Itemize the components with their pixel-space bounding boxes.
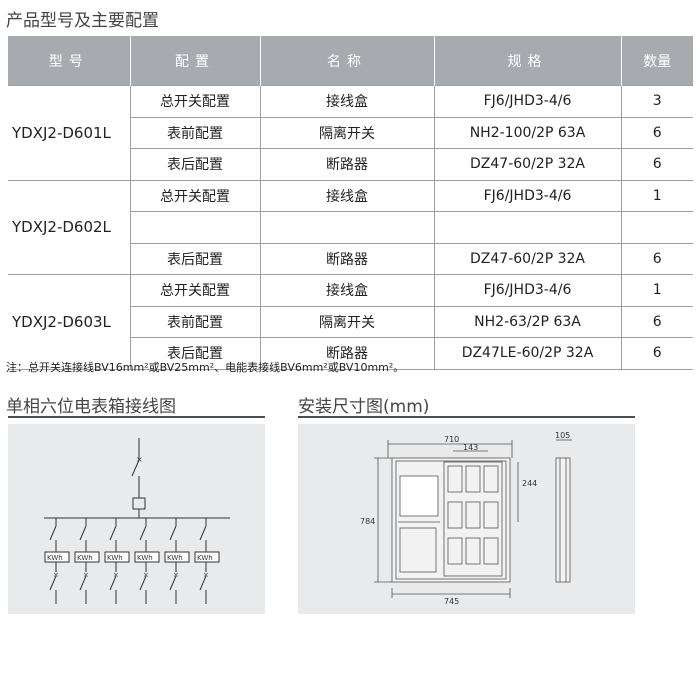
col-header-qty: 数量 xyxy=(621,36,693,86)
config-cell: 表后配置 xyxy=(130,148,261,181)
name-cell: 断路器 xyxy=(260,243,435,275)
name-cell: 断路器 xyxy=(260,148,435,181)
dim-total: 745 xyxy=(444,597,459,606)
config-cell: 表前配置 xyxy=(130,306,261,338)
col-header-model: 型号 xyxy=(8,36,131,86)
wiring-diagram: × KWh × KWh × KWh × KWh × KWh × KWh × xyxy=(44,438,230,604)
dim-partial: 244 xyxy=(522,479,537,488)
config-cell: 表后配置 xyxy=(130,337,261,370)
name-cell: 断路器 xyxy=(260,337,435,370)
wiring-diagram-panel: × KWh × KWh × KWh × KWh × KWh × KWh × xyxy=(8,424,265,614)
kwh-meter-box xyxy=(44,551,70,563)
name-cell: 接线盒 xyxy=(260,180,435,212)
model-cell: YDXJ2-D602L xyxy=(8,180,131,275)
config-cell: 总开关配置 xyxy=(130,180,261,212)
model-cell: YDXJ2-D601L xyxy=(8,85,131,181)
section-divider xyxy=(298,416,635,418)
col-header-config: 配置 xyxy=(130,36,261,86)
dimension-title: 安装尺寸图(mm) xyxy=(298,397,430,417)
meter-branch: KWh × xyxy=(164,518,190,604)
table-row: YDXJ2-D603L 总开关配置 接线盒 FJ6/JHD3-4/6 1 xyxy=(8,274,693,370)
meter-branch: KWh × xyxy=(194,518,220,604)
kwh-meter-label: KWh xyxy=(107,554,123,562)
col-header-spec: 规格 xyxy=(434,36,622,86)
kwh-meter-label: KWh xyxy=(197,554,213,562)
table-row: 表后配置 断路器 DZ47-60/2P 32A 6 xyxy=(8,148,693,181)
qty-cell: 6 xyxy=(621,117,693,149)
meter-branch: KWh × xyxy=(134,518,160,604)
table-row: 表前配置 隔离开关 NH2-63/2P 63A 6 xyxy=(8,306,693,338)
config-cell: 总开关配置 xyxy=(130,85,261,118)
name-cell: 隔离开关 xyxy=(260,117,435,149)
meter-branch: KWh × xyxy=(104,518,130,604)
kwh-meter-label: KWh xyxy=(137,554,153,562)
dim-depth: 105 xyxy=(555,431,570,440)
spec-cell: NH2-100/2P 63A xyxy=(434,117,622,149)
table-row: 表后配置 断路器 DZ47LE-60/2P 32A 6 xyxy=(8,337,693,370)
table-row xyxy=(8,211,693,244)
spec-cell: FJ6/JHD3-4/6 xyxy=(434,85,622,118)
kwh-meter-box xyxy=(104,551,130,563)
table-row: 表前配置 隔离开关 NH2-100/2P 63A 6 xyxy=(8,117,693,149)
model-cell: YDXJ2-D603L xyxy=(8,274,131,370)
dimension-panel: 710 143 105 784 244 745 xyxy=(298,424,635,614)
qty-cell: 6 xyxy=(621,337,693,370)
qty-cell: 1 xyxy=(621,180,693,212)
config-cell: 总开关配置 xyxy=(130,274,261,307)
table-row: YDXJ2-D601L 总开关配置 接线盒 FJ6/JHD3-4/6 3 xyxy=(8,85,693,181)
name-cell: 接线盒 xyxy=(260,274,435,307)
qty-cell: 1 xyxy=(621,274,693,307)
config-cell: 表前配置 xyxy=(130,117,261,149)
kwh-meter-box xyxy=(164,551,190,563)
table-header-row: 型号 配置 名称 规格 数量 xyxy=(8,36,693,86)
config-cell xyxy=(130,211,261,244)
meter-branch: KWh × xyxy=(44,518,70,604)
dimension-drawing: 710 143 105 784 244 745 xyxy=(360,431,572,606)
wiring-diagram-title: 单相六位电表箱接线图 xyxy=(6,397,176,417)
name-cell xyxy=(260,211,435,244)
meter-branches: KWh × KWh × KWh × KWh × KWh × KWh × xyxy=(44,518,220,604)
kwh-meter-box xyxy=(74,551,100,563)
spec-cell: DZ47-60/2P 32A xyxy=(434,148,622,181)
spec-cell: DZ47LE-60/2P 32A xyxy=(434,337,622,370)
config-cell: 表后配置 xyxy=(130,243,261,275)
qty-cell: 3 xyxy=(621,85,693,118)
dim-height: 784 xyxy=(360,517,375,526)
switch-cross-icon: × xyxy=(53,571,59,579)
spec-cell: FJ6/JHD3-4/6 xyxy=(434,274,622,307)
spec-cell: FJ6/JHD3-4/6 xyxy=(434,180,622,212)
section-divider xyxy=(8,416,265,418)
switch-cross-icon: × xyxy=(203,571,209,579)
name-cell: 接线盒 xyxy=(260,85,435,118)
spec-cell xyxy=(434,211,622,244)
dim-width: 710 xyxy=(444,435,459,444)
spec-table: 型号 配置 名称 规格 数量 YDXJ2-D601L 总开关配置 接线盒 FJ6… xyxy=(8,36,693,370)
dim-inner: 143 xyxy=(463,443,478,452)
name-cell: 隔离开关 xyxy=(260,306,435,338)
wiring-note: 注：总开关连接线BV16mm²或BV25mm²、电能表接线BV6mm²或BV10… xyxy=(6,361,405,374)
spec-cell: DZ47-60/2P 32A xyxy=(434,243,622,275)
qty-cell: 6 xyxy=(621,306,693,338)
switch-cross-icon: × xyxy=(83,571,89,579)
table-row: YDXJ2-D602L 总开关配置 接线盒 FJ6/JHD3-4/6 1 xyxy=(8,180,693,275)
qty-cell: 6 xyxy=(621,148,693,181)
kwh-meter-label: KWh xyxy=(47,554,63,562)
kwh-meter-label: KWh xyxy=(167,554,183,562)
switch-cross-icon: × xyxy=(113,571,119,579)
col-header-name: 名称 xyxy=(260,36,435,86)
switch-cross-icon: × xyxy=(143,571,149,579)
table-row: 表后配置 断路器 DZ47-60/2P 32A 6 xyxy=(8,243,693,275)
kwh-meter-box xyxy=(194,551,220,563)
kwh-meter-box xyxy=(134,551,160,563)
meter-branch: KWh × xyxy=(74,518,100,604)
qty-cell xyxy=(621,211,693,244)
qty-cell: 6 xyxy=(621,243,693,275)
svg-text:×: × xyxy=(136,455,143,464)
kwh-meter-label: KWh xyxy=(77,554,93,562)
spec-cell: NH2-63/2P 63A xyxy=(434,306,622,338)
page-title: 产品型号及主要配置 xyxy=(6,11,159,31)
switch-cross-icon: × xyxy=(173,571,179,579)
